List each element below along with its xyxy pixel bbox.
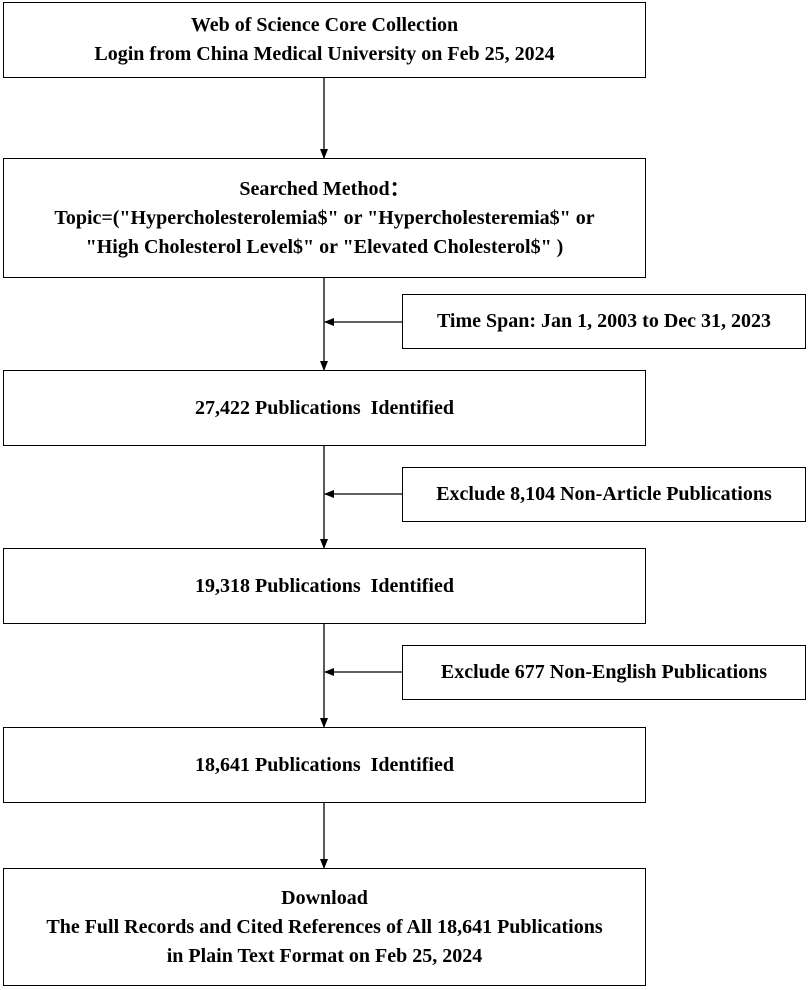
- exclude-non-english-box: Exclude 677 Non-English Publications: [402, 645, 806, 700]
- download-line-1: Download: [281, 886, 368, 909]
- exclude-non-english-text: Exclude 677 Non-English Publications: [440, 661, 768, 683]
- time-span-text: Time Span: Jan 1, 2003 to Dec 31, 2023: [436, 310, 772, 332]
- time-span-box: Time Span: Jan 1, 2003 to Dec 31, 2023: [402, 294, 806, 349]
- search-method-box: Searched Method： Topic=("Hypercholestero…: [3, 158, 646, 278]
- download-line-3: in Plain Text Format on Feb 25, 2024: [166, 944, 483, 967]
- identified-3-text: 18,641 Publications Identified: [195, 753, 454, 776]
- identified-1-box: 27,422 Publications Identified: [3, 370, 646, 446]
- source-box-line-1: Web of Science Core Collection: [190, 14, 459, 36]
- identified-2-box: 19,318 Publications Identified: [3, 548, 646, 624]
- identified-1-text: 27,422 Publications Identified: [195, 396, 454, 419]
- exclude-non-article-text: Exclude 8,104 Non-Article Publications: [436, 483, 772, 505]
- search-method-line-3: "High Cholesterol Level$" or "Elevated C…: [85, 235, 564, 258]
- source-box-line-2: Login from China Medical University on F…: [94, 43, 555, 65]
- download-box: Download The Full Records and Cited Refe…: [3, 868, 646, 986]
- download-line-2: The Full Records and Cited References of…: [46, 915, 603, 938]
- identified-3-box: 18,641 Publications Identified: [3, 727, 646, 803]
- search-method-line-1: Searched Method：: [239, 177, 410, 200]
- search-method-line-2: Topic=("Hypercholesterolemia$" or "Hyper…: [54, 206, 595, 229]
- identified-2-text: 19,318 Publications Identified: [195, 574, 454, 597]
- exclude-non-article-box: Exclude 8,104 Non-Article Publications: [402, 467, 806, 522]
- source-box: Web of Science Core Collection Login fro…: [3, 2, 646, 78]
